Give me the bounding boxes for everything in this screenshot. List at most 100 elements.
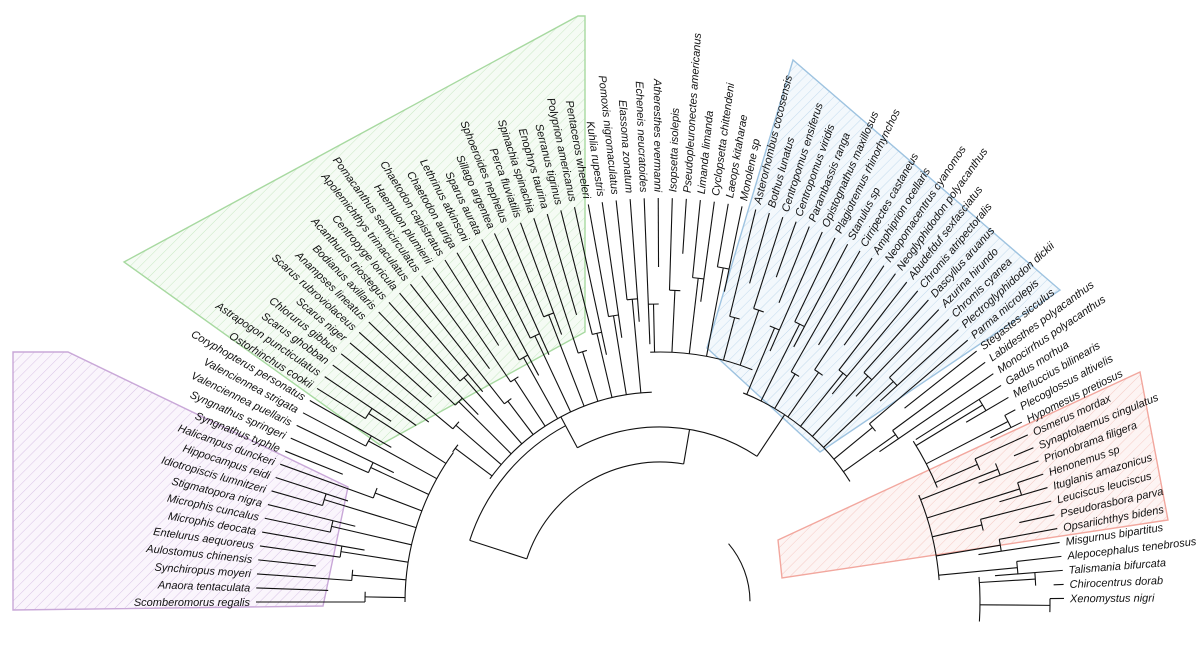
tip-branch [256, 573, 352, 582]
sub-branch [979, 604, 1050, 606]
sub-branch [455, 424, 502, 465]
sub-branch [979, 578, 1036, 584]
tip-branch [974, 434, 1029, 460]
tip-branch [818, 257, 873, 346]
sub-branch [833, 427, 873, 460]
tip-branch [296, 424, 395, 474]
tip-branch [432, 267, 512, 383]
tip-branch [769, 231, 823, 352]
tip-branch [275, 476, 349, 502]
tip-branch [892, 361, 986, 431]
basal-arc [728, 543, 751, 602]
tip-branch [573, 207, 608, 355]
tip-branch [749, 212, 770, 284]
sub-branch [935, 463, 978, 484]
tip-branch [904, 350, 977, 409]
tip-branch [332, 364, 417, 426]
tip-branch [990, 421, 1023, 439]
tip-branch [994, 569, 1063, 577]
tip-branch [259, 545, 341, 558]
clade-arc-2 [650, 351, 753, 371]
tip-branch [794, 237, 836, 322]
sub-branch [454, 447, 493, 477]
tip-branch [280, 463, 374, 499]
sub-branch [581, 351, 599, 402]
tip-branch [855, 309, 940, 397]
tip-branch [778, 226, 810, 303]
tip-branch [324, 376, 392, 422]
tip-branch [399, 292, 484, 393]
tip-branch [879, 329, 959, 402]
species-label: Echeneis neucratoides [633, 81, 649, 193]
sub-branch [722, 317, 736, 361]
sub-branch [760, 323, 801, 402]
tip-branch [456, 252, 520, 361]
sub-branch [507, 400, 534, 435]
species-label: Isopsetta isolepis [667, 107, 682, 192]
sub-branch [800, 372, 844, 427]
sub-branch [932, 524, 983, 538]
clade-arc-5 [918, 494, 940, 581]
sub-branch [843, 434, 896, 473]
sub-arc [979, 519, 984, 531]
sub-branch [823, 381, 894, 448]
clade-highlights [12, 15, 1169, 611]
sub-branch [936, 544, 1001, 557]
sub-arc [452, 444, 459, 453]
sub-branch [596, 333, 613, 398]
tip-branch [869, 339, 969, 425]
sub-branch [368, 413, 447, 464]
sub-branch [324, 499, 417, 529]
tip-branch [560, 210, 593, 335]
tip-branch [258, 559, 316, 567]
tip-branch [790, 250, 861, 373]
species-label: Xenomystus nigri [1069, 593, 1155, 606]
tip-branch [863, 299, 929, 373]
tip-branch [980, 500, 1052, 520]
tip-branch [965, 396, 1009, 423]
tip-branch [1017, 473, 1044, 484]
tip-branch [775, 221, 797, 278]
tip-branch [879, 373, 994, 453]
root-arc [526, 461, 684, 560]
tip-branch [615, 200, 628, 300]
tip-branch [700, 201, 715, 302]
tip-branch [814, 265, 885, 371]
tip-branch [546, 213, 578, 316]
red-clade-highlight [777, 370, 1169, 579]
tip-branch [1016, 555, 1062, 563]
sub-branch [774, 373, 796, 409]
species-label: Anaora tentaculata [157, 579, 251, 594]
tip-branch [643, 198, 651, 345]
tip-branch [378, 311, 479, 416]
tip-branch [999, 528, 1058, 540]
sub-branch [612, 315, 627, 395]
sub-branch [352, 574, 407, 581]
tip-branch [267, 503, 356, 527]
tip-branch [533, 218, 579, 354]
tip-branch [716, 203, 729, 267]
tip-branch [358, 331, 432, 398]
sub-branch [671, 290, 676, 353]
sub-branch [523, 357, 559, 419]
species-label: Atheresthes evermanni [651, 78, 664, 193]
tip-branch [290, 437, 369, 474]
tip-branch [1004, 409, 1016, 416]
sub-branch [926, 488, 1020, 519]
sub-branch [705, 267, 724, 357]
sub-branch [688, 278, 699, 354]
tip-branch [843, 273, 896, 346]
tip-branch [838, 281, 908, 371]
sub-branch [368, 440, 438, 480]
sub-branch [787, 372, 820, 418]
sub-branch [746, 327, 776, 395]
tip-branch [753, 216, 784, 309]
clade-arc-0 [404, 452, 454, 603]
sub-branch [340, 551, 409, 563]
tip-branch [999, 487, 1048, 503]
sub-branch [652, 304, 656, 353]
tip-branch [978, 541, 1060, 556]
sub-branch [915, 404, 983, 447]
